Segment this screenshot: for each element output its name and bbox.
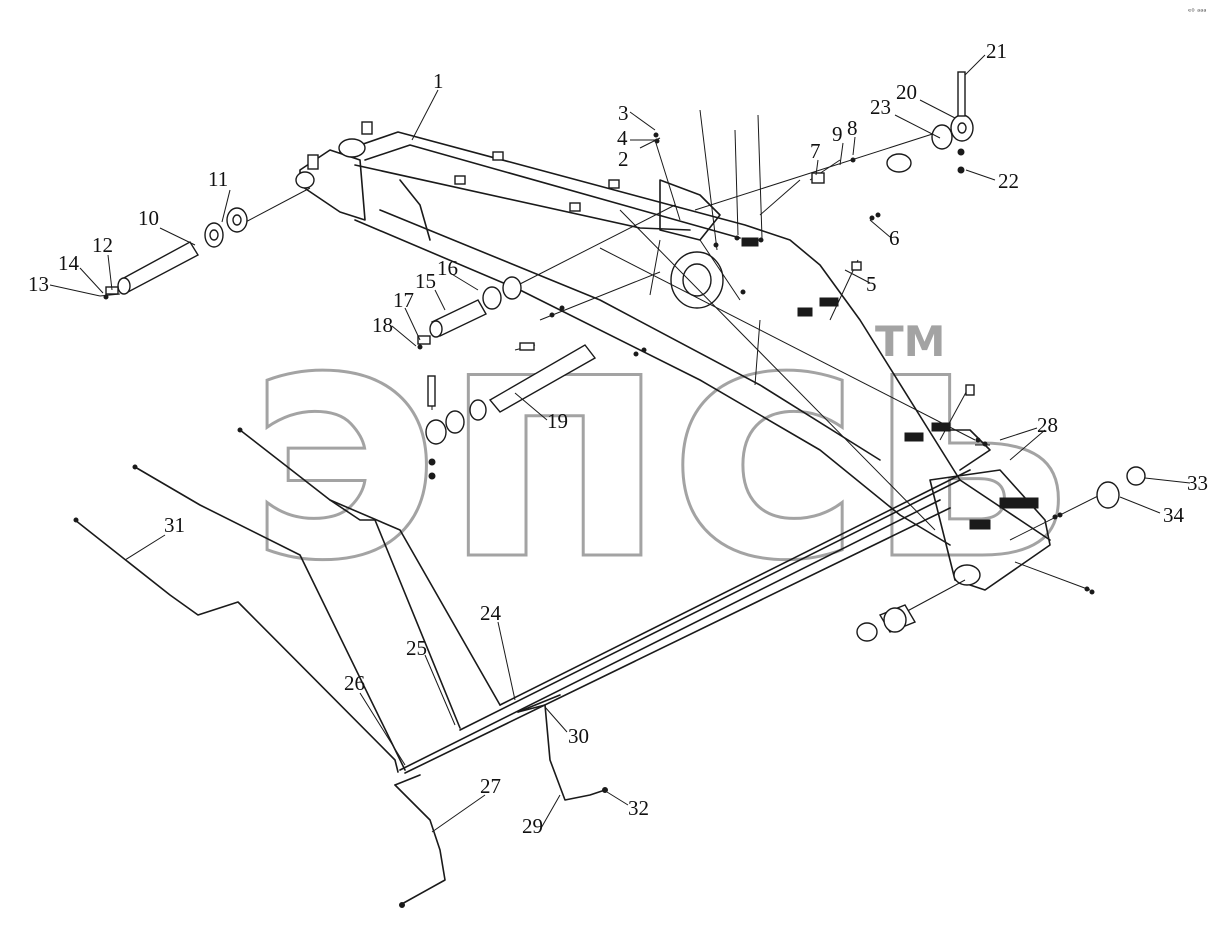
tube-29 <box>517 704 606 801</box>
callout-31: 31 <box>164 513 185 537</box>
callout-11: 11 <box>208 167 228 191</box>
callout-5: 5 <box>866 272 877 296</box>
callout-14: 14 <box>58 251 80 275</box>
front-bushing-assembly <box>856 466 1146 642</box>
callout-7: 7 <box>810 139 821 163</box>
corner-mark: ᵉ⁰ ᵃᵃᵃ <box>1188 7 1206 16</box>
front-seal-lower <box>856 622 878 642</box>
tube-25 <box>239 429 461 729</box>
callout-26: 26 <box>344 671 365 695</box>
boom-foot-boss <box>295 171 315 189</box>
callout-23: 23 <box>870 95 891 119</box>
front-seal-upper <box>1126 466 1146 486</box>
callout-labels: 1 2 3 4 5 6 7 8 9 10 11 12 13 14 15 16 1… <box>28 39 1208 838</box>
callout-32: 32 <box>628 796 649 820</box>
boom-body <box>295 121 1051 591</box>
rear-pin-assembly <box>99 187 311 300</box>
callout-28: 28 <box>1037 413 1058 437</box>
boom-foot-pin <box>118 241 199 293</box>
callout-13: 13 <box>28 272 49 296</box>
tube-31 <box>74 519 399 773</box>
cylinder-pin-assembly <box>417 204 676 480</box>
watermark-text: эпсь <box>245 249 1073 633</box>
boom-top-boss <box>338 138 366 158</box>
front-bushing-lower <box>883 607 907 633</box>
hydraulic-lines <box>73 427 971 908</box>
callout-12: 12 <box>92 233 113 257</box>
callout-1: 1 <box>433 69 444 93</box>
watermark-logo: эпсь TM <box>244 248 1075 635</box>
callout-25: 25 <box>406 636 427 660</box>
callout-18: 18 <box>372 313 393 337</box>
callout-30: 30 <box>568 724 589 748</box>
front-bushing-upper <box>1096 481 1120 509</box>
tube-26 <box>134 466 406 771</box>
top-pin-bolt <box>957 71 966 117</box>
callout-15: 15 <box>415 269 436 293</box>
callout-21: 21 <box>986 39 1007 63</box>
callout-9: 9 <box>832 122 843 146</box>
callout-19: 19 <box>547 409 568 433</box>
callout-3: 3 <box>618 101 629 125</box>
callout-4: 4 <box>617 126 628 150</box>
tube-27 <box>394 784 446 906</box>
callout-29: 29 <box>522 814 543 838</box>
callout-2: 2 <box>618 147 629 171</box>
callout-34: 34 <box>1163 503 1185 527</box>
boom-nose-boss <box>953 564 981 586</box>
callout-10: 10 <box>138 206 159 230</box>
callout-16: 16 <box>437 256 458 280</box>
leader-lines <box>49 54 1191 833</box>
callout-20: 20 <box>896 80 917 104</box>
top-pin-seal <box>886 153 912 173</box>
watermark-trademark: TM <box>875 317 945 366</box>
callout-6: 6 <box>889 226 900 250</box>
callout-33: 33 <box>1187 471 1208 495</box>
callout-17: 17 <box>393 288 414 312</box>
callout-24: 24 <box>480 601 502 625</box>
tube-24a <box>399 499 941 771</box>
callout-22: 22 <box>998 169 1019 193</box>
top-pin-assembly <box>694 71 974 211</box>
callout-8: 8 <box>847 116 858 140</box>
callout-27: 27 <box>480 774 501 798</box>
arm-cylinder-pin <box>488 344 597 413</box>
small-hardware <box>514 109 1095 595</box>
